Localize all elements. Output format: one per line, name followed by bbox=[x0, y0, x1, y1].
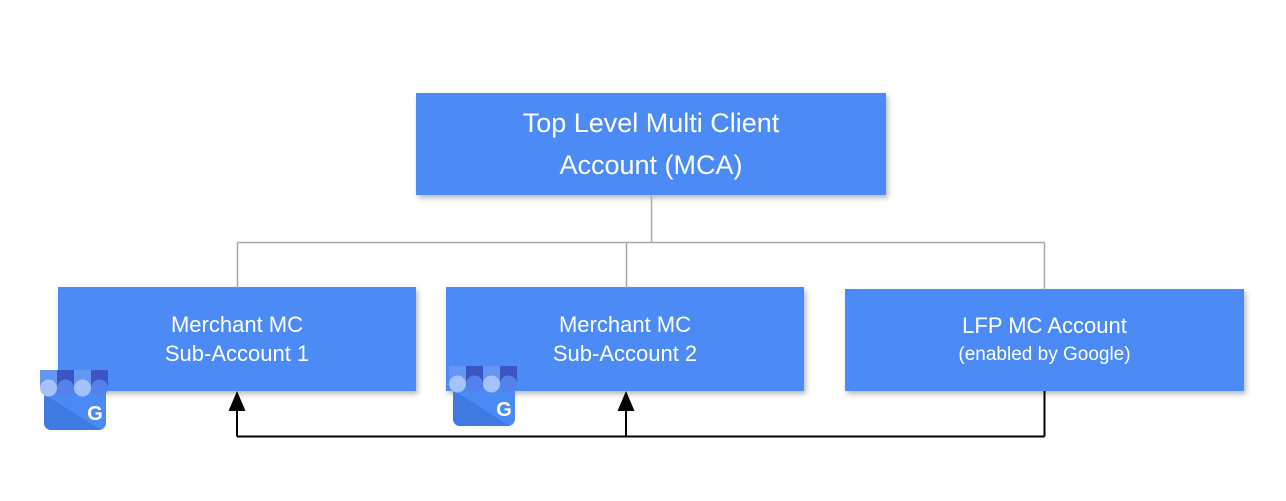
storefront-awning bbox=[40, 370, 108, 397]
feedback-arrow-lines bbox=[236, 391, 1046, 438]
google-g-letter: G bbox=[87, 403, 103, 425]
node-label-line1: Merchant MC bbox=[558, 312, 692, 337]
node-label-line1: Merchant MC bbox=[170, 312, 304, 337]
node-lfp-mc-account: LFP MC Account (enabled by Google) bbox=[845, 289, 1244, 391]
node-top-level-mca: Top Level Multi Client Account (MCA) bbox=[416, 93, 886, 195]
storefront-shade bbox=[44, 394, 101, 430]
storefront-awning bbox=[449, 366, 517, 393]
google-my-business-icon: G bbox=[449, 366, 517, 426]
arrowhead-sub1 bbox=[228, 391, 246, 411]
arrowhead-sub2 bbox=[617, 391, 635, 411]
node-label-line2: Sub-Account 2 bbox=[552, 341, 698, 366]
google-g-letter: G bbox=[496, 399, 512, 421]
node-label-line1: Top Level Multi Client bbox=[522, 108, 780, 138]
hierarchy-tree-lines bbox=[236, 196, 1046, 290]
node-label-line1: LFP MC Account bbox=[962, 313, 1127, 338]
node-label-line2: Sub-Account 1 bbox=[164, 341, 310, 366]
node-merchant-sub-account-1: Merchant MC Sub-Account 1 bbox=[58, 287, 416, 391]
feedback-arrowheads bbox=[228, 391, 635, 411]
google-my-business-icon: G bbox=[40, 370, 108, 430]
node-label-line2: (enabled by Google) bbox=[958, 344, 1131, 365]
storefront-shade bbox=[453, 390, 510, 426]
node-label-line2: Account (MCA) bbox=[559, 150, 743, 180]
